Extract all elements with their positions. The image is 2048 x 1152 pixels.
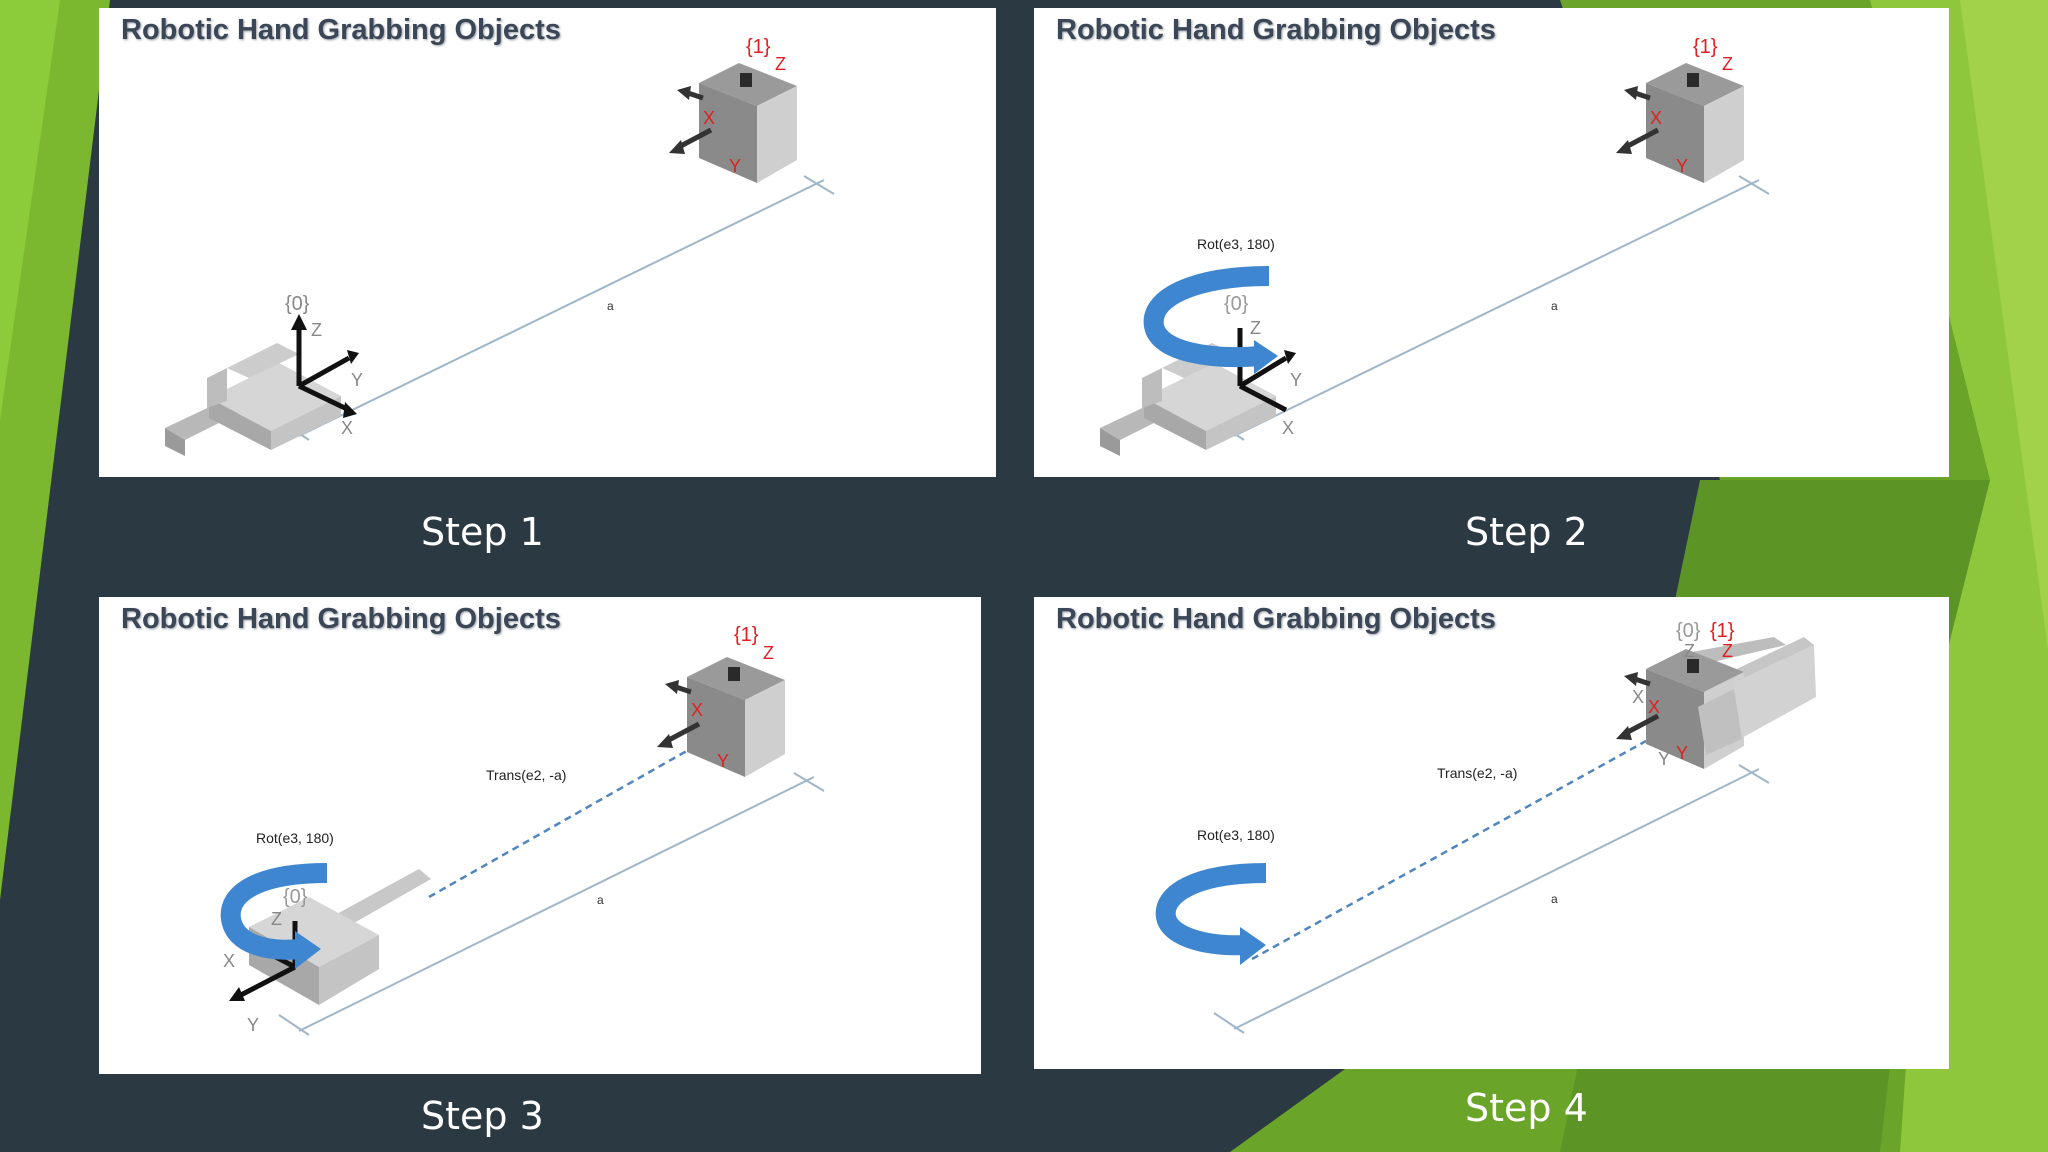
svg-text:Z: Z [1722, 641, 1733, 661]
frame1-label: {1} [734, 624, 759, 646]
svg-text:X: X [691, 700, 703, 720]
panel-step-2: Robotic Hand Grabbing Objects a {1} Z X … [1034, 8, 1949, 477]
distance-label: a [1551, 892, 1558, 906]
frame0-label: {0} [285, 293, 310, 315]
svg-text:X: X [1650, 108, 1662, 128]
caption-step-3: Step 3 [421, 1094, 544, 1138]
gripper: {0} Z X Y [220, 863, 431, 1035]
frame0-label: {0} [1224, 293, 1249, 315]
gripper: {0} Z Y X [165, 293, 363, 456]
target-cube: {1} Z X Y [1616, 36, 1744, 183]
translation-label: Trans(e2, -a) [1437, 765, 1517, 781]
caption-step-1: Step 1 [421, 510, 544, 554]
svg-text:Z: Z [311, 320, 322, 340]
rotation-label: Rot(e3, 180) [1197, 236, 1275, 252]
svg-text:X: X [1282, 418, 1294, 438]
gripper: {0} Z Y X [1100, 266, 1302, 456]
diagram: a Trans(e2, -a) Rot(e3, 180) {0} {1} Z Z… [1155, 620, 1816, 1034]
panel-step-3: Robotic Hand Grabbing Objects a Trans(e2… [99, 597, 981, 1074]
panel-step-4: Robotic Hand Grabbing Objects a Trans(e2… [1034, 597, 1949, 1069]
diagram: a {1} Z X Y Rot(e3, 180) [1100, 36, 1770, 456]
target-cube: {1} Z X Y [669, 36, 797, 183]
svg-text:X: X [1648, 697, 1660, 717]
svg-text:Z: Z [271, 909, 282, 929]
svg-text:Z: Z [1722, 54, 1733, 74]
panel-title: Robotic Hand Grabbing Objects [121, 603, 561, 635]
svg-text:Y: Y [729, 156, 741, 176]
caption-step-2: Step 2 [1465, 510, 1588, 554]
svg-text:Y: Y [351, 370, 363, 390]
svg-text:Z: Z [775, 54, 786, 74]
panel-title: Robotic Hand Grabbing Objects [1056, 603, 1496, 635]
frame1-label: {1} [1710, 620, 1735, 642]
rotation-label: Rot(e3, 180) [1197, 827, 1275, 843]
distance-label: a [597, 893, 604, 907]
distance-label: a [1551, 299, 1558, 313]
svg-text:Y: Y [1676, 156, 1688, 176]
panel-step-1: Robotic Hand Grabbing Objects a {1} Z X … [99, 8, 996, 477]
target-cube: {0} {1} Z Z X X Y Y [1616, 620, 1816, 769]
svg-text:Z: Z [1684, 641, 1695, 661]
svg-text:Y: Y [247, 1015, 259, 1035]
svg-text:X: X [223, 951, 235, 971]
svg-text:Z: Z [1250, 318, 1261, 338]
svg-text:Y: Y [1290, 370, 1302, 390]
frame1-label: {1} [1693, 36, 1718, 58]
svg-text:Y: Y [1658, 749, 1670, 769]
svg-text:Y: Y [717, 751, 729, 771]
diagram: a {1} Z X Y [165, 36, 835, 456]
distance-label: a [607, 299, 614, 313]
translation-label: Trans(e2, -a) [486, 767, 566, 783]
svg-text:X: X [341, 418, 353, 438]
panel-title: Robotic Hand Grabbing Objects [1056, 14, 1496, 46]
caption-step-4: Step 4 [1465, 1086, 1588, 1130]
svg-text:X: X [1632, 687, 1644, 707]
svg-text:X: X [703, 108, 715, 128]
frame0-label: {0} [1676, 620, 1701, 642]
panel-title: Robotic Hand Grabbing Objects [121, 14, 561, 46]
rotation-label: Rot(e3, 180) [256, 830, 334, 846]
target-cube: {1} Z X Y [657, 624, 785, 777]
diagram: a Trans(e2, -a) {1} Z X Y Rot(e3, 180) [220, 624, 825, 1036]
frame1-label: {1} [746, 36, 771, 58]
rotation-arrow [1155, 863, 1267, 956]
svg-text:Y: Y [1676, 743, 1688, 763]
frame0-label: {0} [283, 886, 308, 908]
svg-text:Z: Z [763, 643, 774, 663]
